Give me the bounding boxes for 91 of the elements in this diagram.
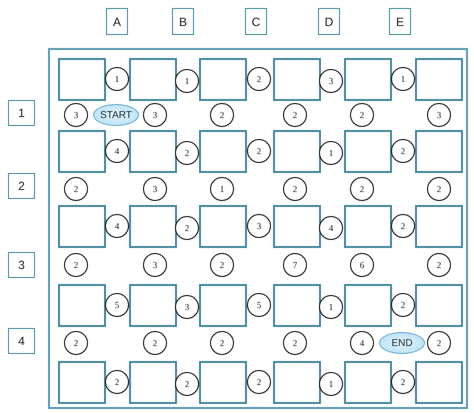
empty-square [273,361,321,404]
number-circle: 2 [350,103,374,127]
number-circle: 2 [427,177,451,201]
empty-square [199,130,247,173]
number-circle: 4 [350,331,374,355]
number-circle: 3 [175,295,199,319]
empty-square [415,361,463,404]
empty-square [58,58,106,101]
number-circle: 2 [427,331,451,355]
empty-square [273,284,321,327]
number-circle: 3 [143,253,167,277]
number-circle: 5 [105,293,129,317]
number-circle: 2 [283,331,307,355]
empty-square [58,130,106,173]
number-circle: 2 [283,177,307,201]
header-label: 3 [8,252,35,278]
empty-square [273,58,321,101]
number-circle: 1 [319,141,343,165]
number-circle: 2 [391,139,415,163]
number-circle: 2 [283,103,307,127]
number-circle: 1 [319,295,343,319]
empty-square [415,130,463,173]
empty-square [129,361,177,404]
empty-square [199,284,247,327]
empty-square [58,205,106,248]
number-circle: 2 [64,331,88,355]
empty-square [129,205,177,248]
number-circle: 2 [247,139,271,163]
number-circle: 2 [391,370,415,394]
number-circle: 2 [350,177,374,201]
header-label: 4 [8,328,35,354]
empty-square [344,58,392,101]
empty-square [273,130,321,173]
number-circle: 7 [283,253,307,277]
empty-square [344,205,392,248]
number-circle: 3 [427,103,451,127]
number-circle: 1 [210,177,234,201]
number-circle: 4 [105,214,129,238]
number-circle: 2 [391,214,415,238]
empty-square [273,205,321,248]
number-circle: 5 [247,293,271,317]
number-circle: 2 [143,331,167,355]
number-circle: 2 [391,293,415,317]
number-circle: 3 [247,214,271,238]
empty-square [199,361,247,404]
number-circle: 2 [175,216,199,240]
header-label: A [106,8,128,35]
board-frame [48,48,468,409]
number-circle: 1 [319,372,343,396]
number-circle: 3 [319,69,343,93]
number-circle: 2 [210,103,234,127]
empty-square [415,58,463,101]
empty-square [129,130,177,173]
number-circle: 4 [105,139,129,163]
number-circle: 2 [247,370,271,394]
number-circle: 4 [319,216,343,240]
empty-square [415,284,463,327]
number-circle: 2 [64,253,88,277]
header-label: 2 [8,173,35,199]
number-circle: 2 [210,331,234,355]
header-label: 1 [8,100,35,126]
number-circle: 2 [210,253,234,277]
header-label: B [172,8,194,35]
empty-square [344,361,392,404]
number-circle: 1 [175,69,199,93]
number-circle: 3 [143,103,167,127]
number-circle: 2 [105,370,129,394]
empty-square [344,130,392,173]
empty-square [129,58,177,101]
number-circle: 2 [427,253,451,277]
header-label: D [318,8,340,35]
empty-square [58,284,106,327]
number-circle: 3 [143,177,167,201]
number-circle: 2 [64,177,88,201]
terminal-ellipse: END [379,332,425,354]
number-circle: 1 [105,67,129,91]
number-circle: 3 [64,103,88,127]
number-circle: 2 [175,372,199,396]
number-circle: 2 [247,67,271,91]
number-circle: 2 [175,141,199,165]
number-circle: 6 [350,253,374,277]
header-label: E [389,8,411,35]
number-circle: 1 [391,67,415,91]
header-label: C [245,8,267,35]
empty-square [199,58,247,101]
empty-square [129,284,177,327]
empty-square [199,205,247,248]
empty-square [58,361,106,404]
terminal-ellipse: START [93,104,139,126]
empty-square [415,205,463,248]
empty-square [344,284,392,327]
